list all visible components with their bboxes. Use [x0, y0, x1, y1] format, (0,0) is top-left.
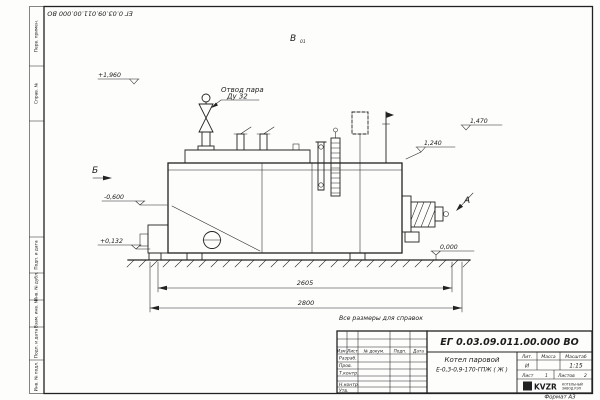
elevation-value: 1,240: [424, 140, 442, 147]
sheets-label: Листов: [557, 373, 575, 379]
elevation-value: 0,000: [440, 244, 458, 251]
stamp-label: Подп. и дата: [34, 240, 40, 270]
sheet-label: Лист: [521, 373, 534, 379]
sheets-value: 2: [584, 373, 587, 379]
foundation-feet: [148, 252, 366, 261]
boiler-body: [139, 149, 403, 254]
elevation-value: +0,132: [100, 238, 123, 245]
lit-header: Лит.: [521, 354, 532, 360]
stamp-label: Перв. примен.: [34, 20, 40, 52]
stamp-label: Подп. и дата: [34, 329, 40, 359]
reference-note: Все размеры для справок: [339, 315, 423, 322]
elevation-1470: 1,470: [460, 118, 503, 131]
scale-header: Масштаб: [565, 354, 587, 360]
callout-text-line1: Отвод пара: [221, 86, 264, 94]
stamp-label: Инв. № дубл.: [34, 272, 40, 301]
product-name: Котел паровой: [445, 356, 500, 364]
elevation-zero: 0,000: [430, 244, 475, 261]
dimension-2800: 2800: [298, 299, 315, 307]
burner-assembly: [401, 195, 449, 243]
elevation-1240: 1,240: [405, 140, 456, 160]
stamp-label: Взам. инв. №: [34, 298, 40, 328]
sheet-value: 1: [545, 373, 548, 379]
company-logo-text: KVZR: [534, 383, 557, 392]
row-prov: Пров.: [339, 363, 352, 369]
elevation-minus-600: -0,600: [101, 194, 168, 206]
row-utv: Утв.: [339, 388, 348, 394]
steam-outlet-callout: Отвод пара Ду 32: [211, 86, 264, 108]
elevation-value: 1,470: [470, 118, 488, 125]
view-label-b-top: В: [290, 34, 296, 44]
boiler-drawing: [126, 93, 471, 268]
col-doc: № докум.: [363, 349, 385, 354]
stamp-label: Справ. №: [34, 83, 40, 104]
mass-header: Масса: [541, 354, 556, 360]
left-stamp-column: Перв. примен. Справ. № Подп. и дата Инв.…: [29, 20, 45, 392]
elevation-value: -0,600: [104, 194, 124, 201]
elevation-plus-132: +0,132: [97, 238, 151, 250]
dimension-lines: 2605 2800: [149, 261, 463, 313]
col-izm: Изм.: [337, 349, 347, 354]
elevation-steam-outlet: +1,960: [97, 72, 140, 85]
callout-text-line2: Ду 32: [226, 93, 248, 101]
steam-outlet-valve: [197, 93, 215, 151]
flag-fitting: [382, 111, 394, 164]
view-label-a-right: А: [463, 196, 470, 206]
company-line2: ЗАВОД РЭП: [562, 387, 582, 391]
col-podp: Подп.: [394, 349, 407, 354]
view-label-b-left: Б: [92, 166, 98, 176]
view-labels: В 01 Б А: [92, 34, 474, 211]
elevation-value: +1,960: [98, 72, 121, 79]
level-gauges: [315, 127, 341, 197]
col-list: Лист: [346, 349, 358, 354]
title-block: Изм. Лист № докум. Подп. Дата Разраб. Пр…: [336, 330, 593, 394]
doc-number: ЕГ 0.03.09.011.00.000 ВО: [440, 337, 578, 348]
scale-value: 1:15: [569, 363, 583, 370]
sheet-frame: Перв. примен. Справ. № Подп. и дата Инв.…: [29, 5, 594, 400]
stamp-label: Инв. № подл.: [34, 362, 40, 392]
hidden-component: [351, 111, 369, 164]
company-line1: КОТЕЛЬНЫЙ: [562, 382, 584, 387]
company-logo: KVZR КОТЕЛЬНЫЙ ЗАВОД РЭП: [523, 381, 584, 392]
elevation-marks: +1,960 1,470 1,240 -0,600 +0,132 0,000: [97, 72, 503, 261]
product-spec: Е-0,3-0,9-170-ГПЖ ( Ж ): [436, 368, 508, 374]
view-label-b-top-sub: 01: [300, 39, 306, 45]
doc-number-top-left: ЕГ 0.03.09.011.00.000 ВО: [47, 10, 133, 18]
col-data: Дата: [412, 349, 424, 354]
format-label: Формат А3: [544, 395, 576, 400]
safety-valves: [233, 126, 300, 151]
row-tkontr: Т.контр.: [339, 371, 359, 377]
row-razrab: Разраб.: [339, 356, 357, 362]
svg-text:Лист 1 Листов: Лист 1 Листов 2: [521, 373, 587, 379]
lit-value: И: [525, 364, 529, 370]
ground-line: [126, 259, 471, 268]
dimension-2605: 2605: [297, 279, 314, 287]
row-nkontr: Н.контр.: [339, 382, 359, 388]
